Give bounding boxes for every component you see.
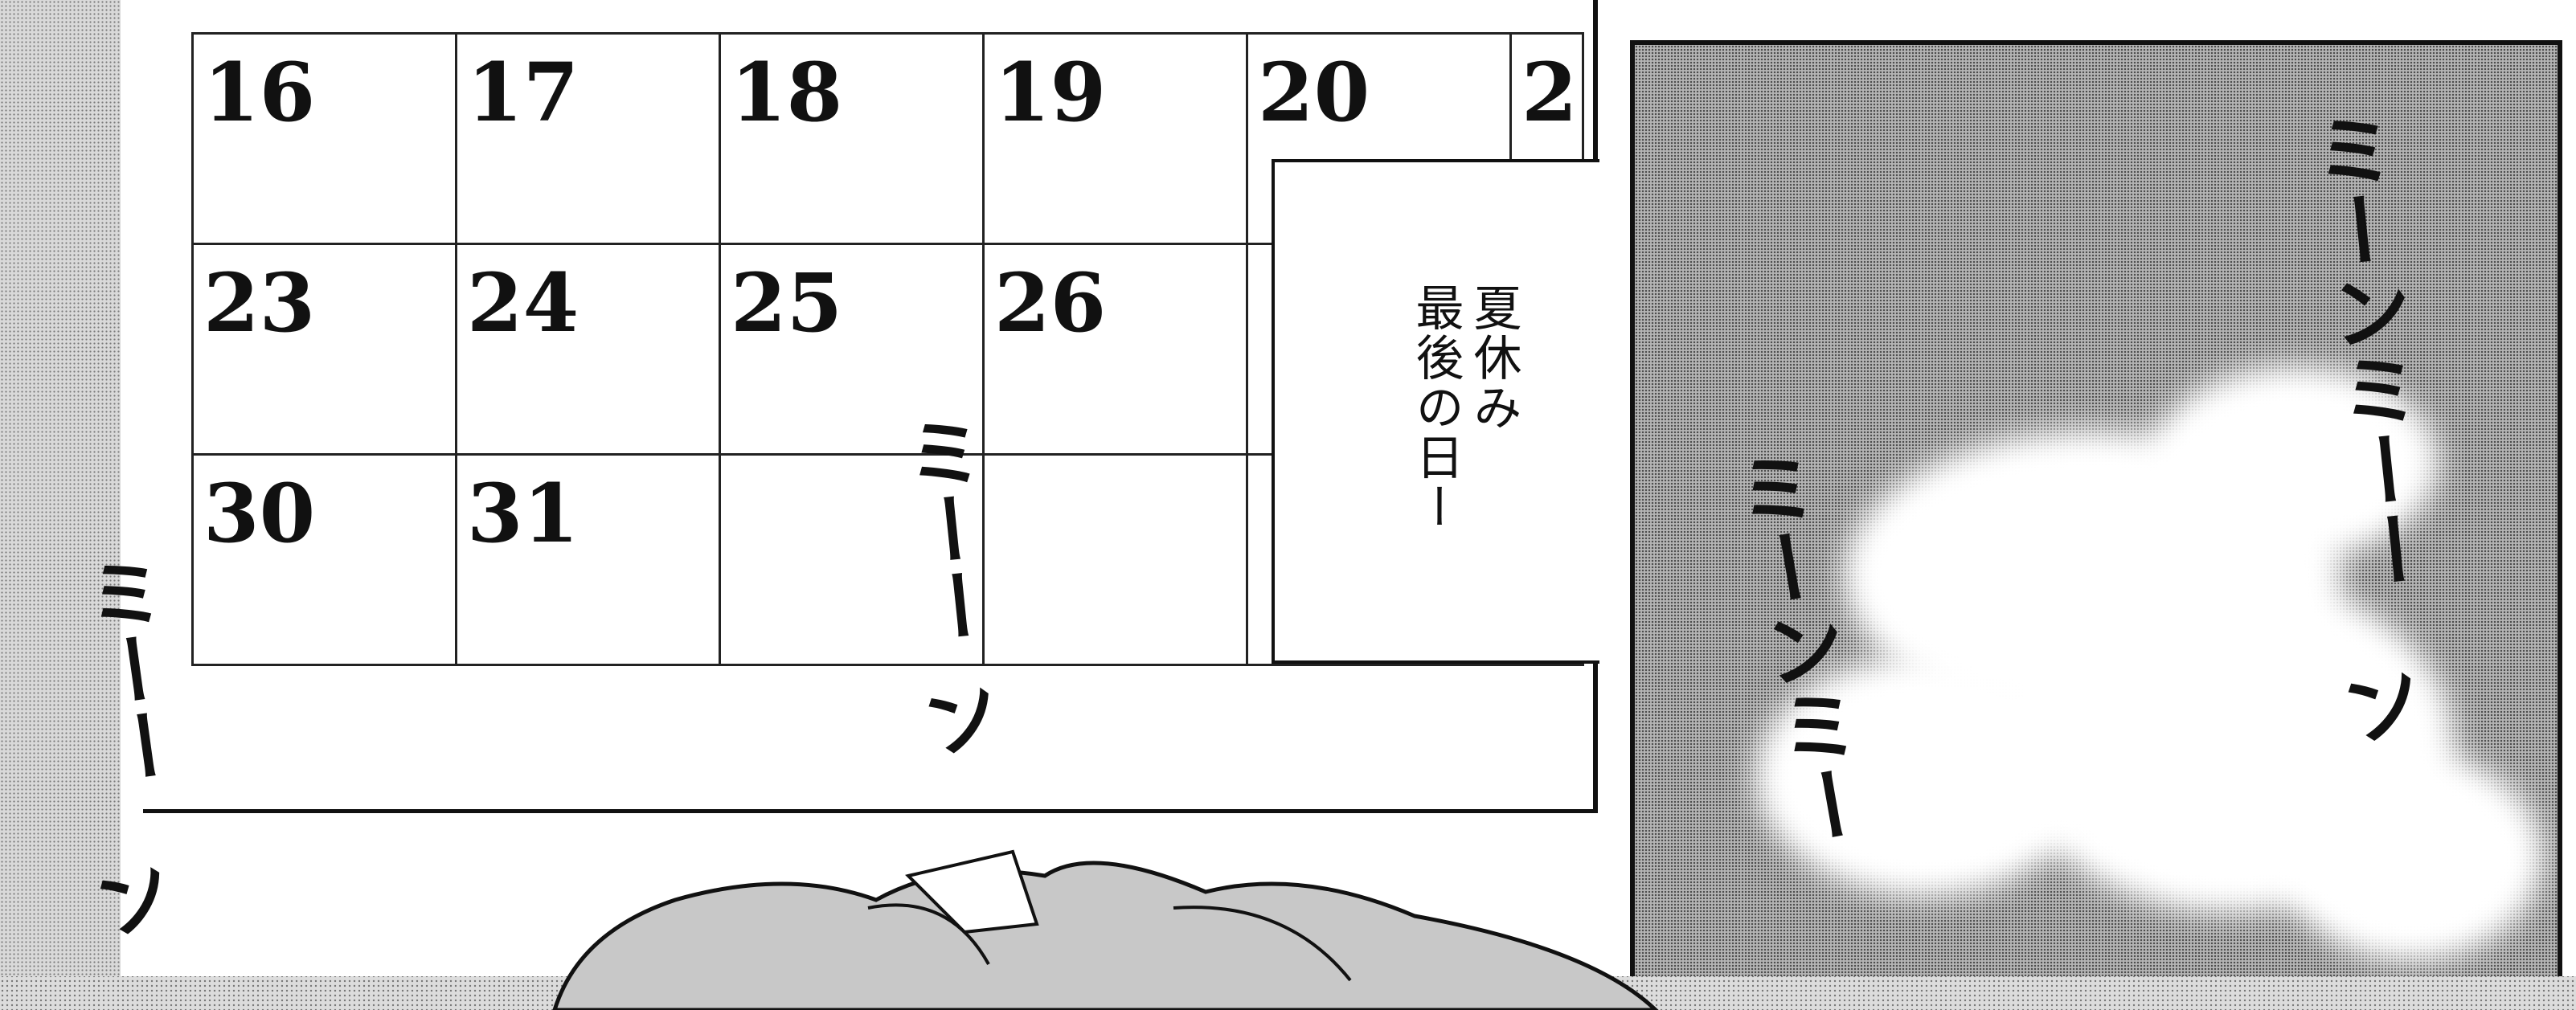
day-number: 20	[1258, 45, 1370, 140]
calendar-day-cell: 17	[455, 32, 721, 245]
day-number: 18	[731, 45, 843, 140]
day-number	[985, 456, 1246, 473]
cloud	[1755, 656, 2093, 897]
sfx-cicada-left-mid: ミーー	[889, 409, 1003, 650]
calendar-day-cell: 31	[455, 453, 721, 666]
day-number: 30	[203, 466, 316, 561]
calendar-day-cell: 18	[719, 32, 985, 245]
sky-panel: ミーンミーー ン ミーンミー	[1630, 40, 2562, 984]
cloud	[2149, 366, 2439, 559]
day-number: 23	[203, 256, 316, 350]
calendar-week-row: 16 17 18 19 20 2	[191, 32, 1584, 245]
cloud	[2278, 752, 2543, 961]
day-number: 26	[994, 256, 1107, 350]
day-number: 17	[467, 45, 579, 140]
calendar-day-cell	[719, 453, 985, 666]
calendar-day-cell: 16	[191, 32, 457, 245]
calendar-day-cell: 30	[191, 453, 457, 666]
calendar-day-cell: 26	[982, 243, 1248, 456]
calendar-day-cell: 24	[455, 243, 721, 456]
calendar-day-cell: 25	[719, 243, 985, 456]
calendar-panel: 16 17 18 19 20 2 23 24 25 26 2 30	[0, 0, 1599, 1010]
day-number: 31	[467, 466, 579, 561]
day-number: 24	[467, 256, 579, 350]
day-number: 25	[731, 256, 843, 350]
calendar-board: 16 17 18 19 20 2 23 24 25 26 2 30	[143, 0, 1599, 813]
day-number: 2	[1521, 45, 1578, 140]
note-line-1: 夏休み	[1465, 283, 1521, 432]
note-line-2: 最後の日ー	[1407, 283, 1464, 532]
day-number: 16	[203, 45, 316, 140]
calendar-day-cell: 19	[982, 32, 1248, 245]
calendar-day-cell: 23	[191, 243, 457, 456]
day-number: 19	[994, 45, 1107, 140]
note-card: 夏休み 最後の日ー	[1272, 159, 1599, 664]
calendar-day-cell	[982, 453, 1248, 666]
calendar-day-cell: 20	[1246, 32, 1512, 245]
